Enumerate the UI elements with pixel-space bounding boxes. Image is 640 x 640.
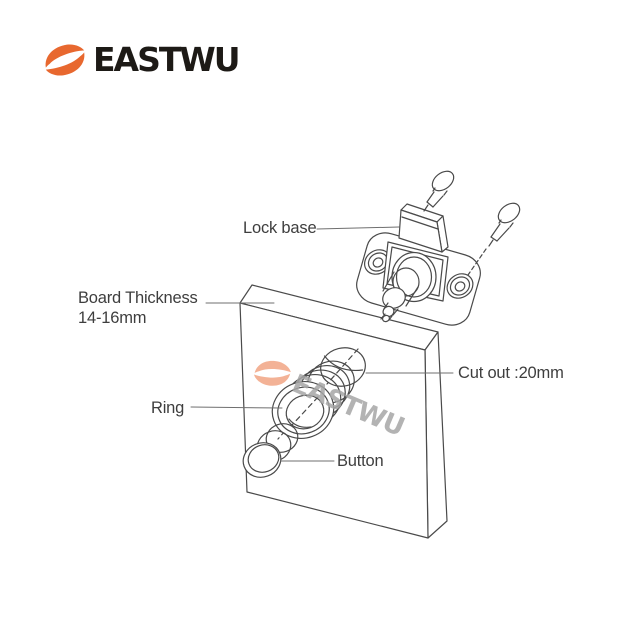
- brand-logo: EASTWU: [42, 40, 241, 80]
- button-drawing: [242, 423, 299, 478]
- lock-plunger: [381, 271, 419, 323]
- lock-latch: [398, 203, 449, 253]
- label-button: Button: [337, 452, 384, 470]
- brand-text: EASTWU: [93, 40, 241, 79]
- label-cut-out: Cut out :20mm: [458, 364, 564, 382]
- ring-drawing: [271, 360, 355, 439]
- label-board-thickness-title: Board Thickness: [78, 289, 198, 307]
- label-board-thickness: Board Thickness 14-16mm: [78, 288, 198, 328]
- lock-bezel: [391, 251, 437, 303]
- label-board-thickness-value: 14-16mm: [78, 309, 147, 327]
- brand-swirl-icon: [45, 44, 85, 76]
- lock-base-drawing: [356, 203, 481, 326]
- screw-icon: [467, 202, 521, 276]
- ring-leader-line: [190, 406, 283, 409]
- board-side-face: [424, 331, 448, 539]
- lock-base-leader-line: [316, 226, 400, 230]
- screw-icon: [423, 170, 455, 212]
- label-lock-base: Lock base: [243, 219, 317, 237]
- assembly-axis-dashed-line: [277, 308, 390, 440]
- label-ring: Ring: [151, 399, 185, 417]
- board-drawing: [239, 284, 448, 539]
